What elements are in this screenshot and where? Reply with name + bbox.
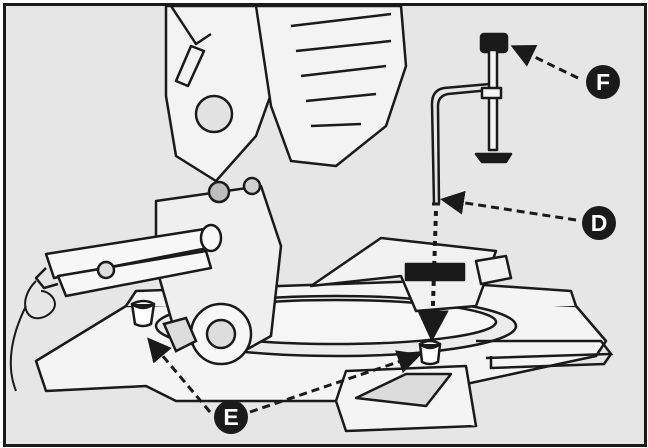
pivot-housing bbox=[154, 176, 283, 366]
illustration-frame: F D E bbox=[3, 3, 647, 447]
pointer-lines bbox=[147, 45, 579, 414]
saw-arm-and-motor bbox=[164, 6, 408, 183]
pointer-e-right bbox=[249, 350, 422, 414]
pointer-e-left bbox=[147, 337, 212, 413]
pointer-d bbox=[440, 190, 577, 222]
mounting-hole-left bbox=[130, 299, 156, 328]
callout-d-label: D bbox=[582, 206, 616, 240]
callout-e-label: E bbox=[214, 400, 248, 434]
lock-knob bbox=[162, 316, 198, 353]
slide-rails bbox=[34, 223, 223, 298]
hold-down-clamp-rod bbox=[430, 82, 491, 206]
miter-saw-diagram bbox=[9, 6, 614, 433]
side-extension bbox=[476, 339, 614, 370]
mounting-hole-right bbox=[418, 339, 442, 366]
callout-f-label: F bbox=[586, 65, 620, 99]
cable bbox=[9, 280, 56, 392]
insertion-dotted-line bbox=[416, 210, 449, 342]
pointer-f bbox=[510, 45, 579, 80]
hold-down-clamp-screw bbox=[474, 32, 513, 164]
